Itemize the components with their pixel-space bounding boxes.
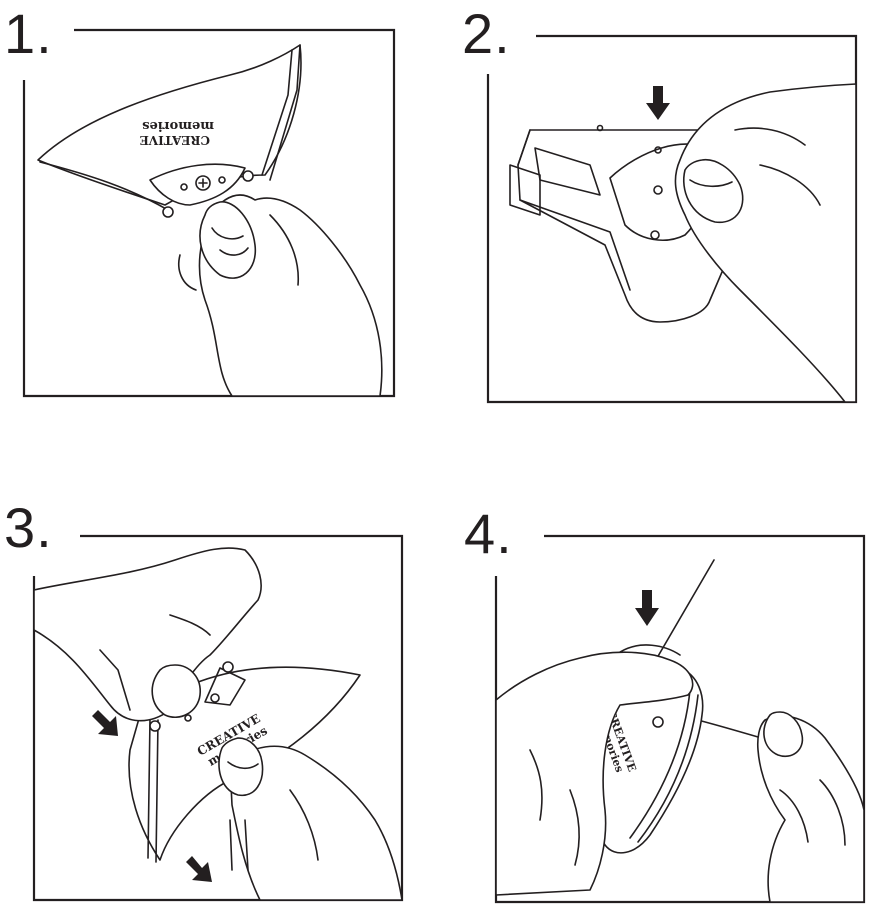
pivot-left <box>149 720 161 732</box>
arrow-up-left-icon <box>92 710 118 736</box>
thumb-bottom <box>218 737 264 797</box>
thumb-right <box>763 711 804 757</box>
step-1-panel: 1. CREATIVE memories <box>0 0 420 420</box>
pivot-right <box>242 170 254 182</box>
step-1-number: 1. <box>4 2 53 65</box>
thumb-top <box>151 664 201 719</box>
step-4-panel: 4. CREATIVE memories <box>440 490 869 909</box>
arrow-down-icon <box>646 86 670 120</box>
step-1-illustration: CREATIVE memories <box>22 28 396 398</box>
arrow-down-icon <box>635 590 659 626</box>
logo-line1: CREATIVE <box>140 133 210 147</box>
pivot-top <box>222 661 234 673</box>
hand <box>674 83 857 403</box>
hand-left <box>495 651 694 896</box>
step-1-frame <box>22 28 396 398</box>
step-4-number: 4. <box>464 502 513 565</box>
thumb <box>199 201 257 279</box>
hand-right <box>756 715 865 903</box>
step-4-illustration: CREATIVE memories <box>494 534 866 904</box>
step-2-number: 2. <box>462 2 511 65</box>
paper-edge <box>649 559 715 671</box>
arrow-down-right-icon <box>186 856 212 882</box>
pivot-left <box>162 206 174 218</box>
hand-bottom <box>229 745 403 901</box>
step-3-number: 3. <box>4 496 53 559</box>
step-3-panel: 3. CREATIVE memories <box>0 490 420 909</box>
thumb <box>683 159 744 223</box>
step-3-illustration: CREATIVE memories <box>32 534 404 902</box>
creative-memories-logo: CREATIVE memories <box>140 118 214 147</box>
pivot <box>652 716 664 728</box>
logo-line2: memories <box>142 118 214 133</box>
step-2-illustration <box>486 34 858 404</box>
hand-top <box>33 547 262 722</box>
step-2-panel: 2. <box>440 0 869 420</box>
